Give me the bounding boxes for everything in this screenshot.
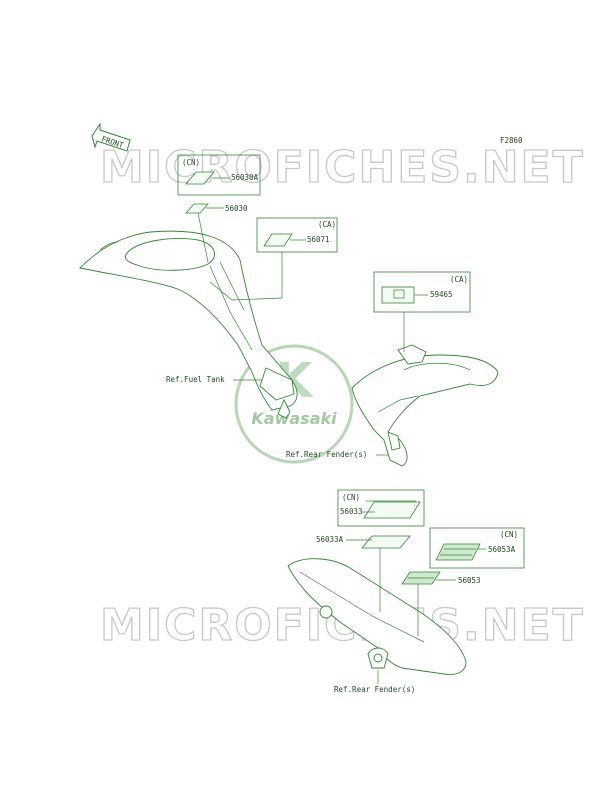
label-56033a: 56033A [316,535,344,544]
rear-fender-upper [351,344,499,467]
label-ca-56071: (CA) [318,220,336,229]
label-ref-rear-fender-2: Ref.Rear Fender(s) [334,685,415,694]
decal-56030 [185,203,209,214]
label-56033: 56033 [340,507,363,516]
label-cn-56030a: (CN) [182,158,200,167]
decal-56071 [263,233,293,247]
fuel-tank-cover [79,230,298,419]
label-56030a: 56030A [231,173,259,182]
decal-56033a [361,535,411,549]
decal-59465 [381,286,415,304]
label-56053: 56053 [458,576,481,585]
label-ref-fuel-tank: Ref.Fuel Tank [166,375,225,384]
label-ref-rear-fender-1: Ref.Rear Fender(s) [286,450,367,459]
callout-box-59465 [373,271,471,313]
label-59465: 59465 [430,290,453,299]
label-56071: 56071 [307,235,330,244]
callout-box-56053a [429,527,525,569]
callout-box-56030a [177,154,261,196]
decal-56033 [363,501,421,519]
rear-fender-lower [287,558,467,675]
label-ca-59465: (CA) [450,275,468,284]
svg-text:Kawasaki: Kawasaki [251,409,337,428]
figure-id: F2860 [500,136,523,145]
callout-box-56033 [337,489,425,527]
label-56053a: 56053A [488,545,516,554]
decal-56030a [185,171,215,185]
callout-box-56071 [256,217,338,253]
watermark-top: MICROFICHES.NET [100,142,585,193]
label-cn-56053a: (CN) [500,530,518,539]
label-cn-56033: (CN) [342,493,360,502]
decal-56053a [435,543,481,561]
label-56030: 56030 [225,204,248,213]
